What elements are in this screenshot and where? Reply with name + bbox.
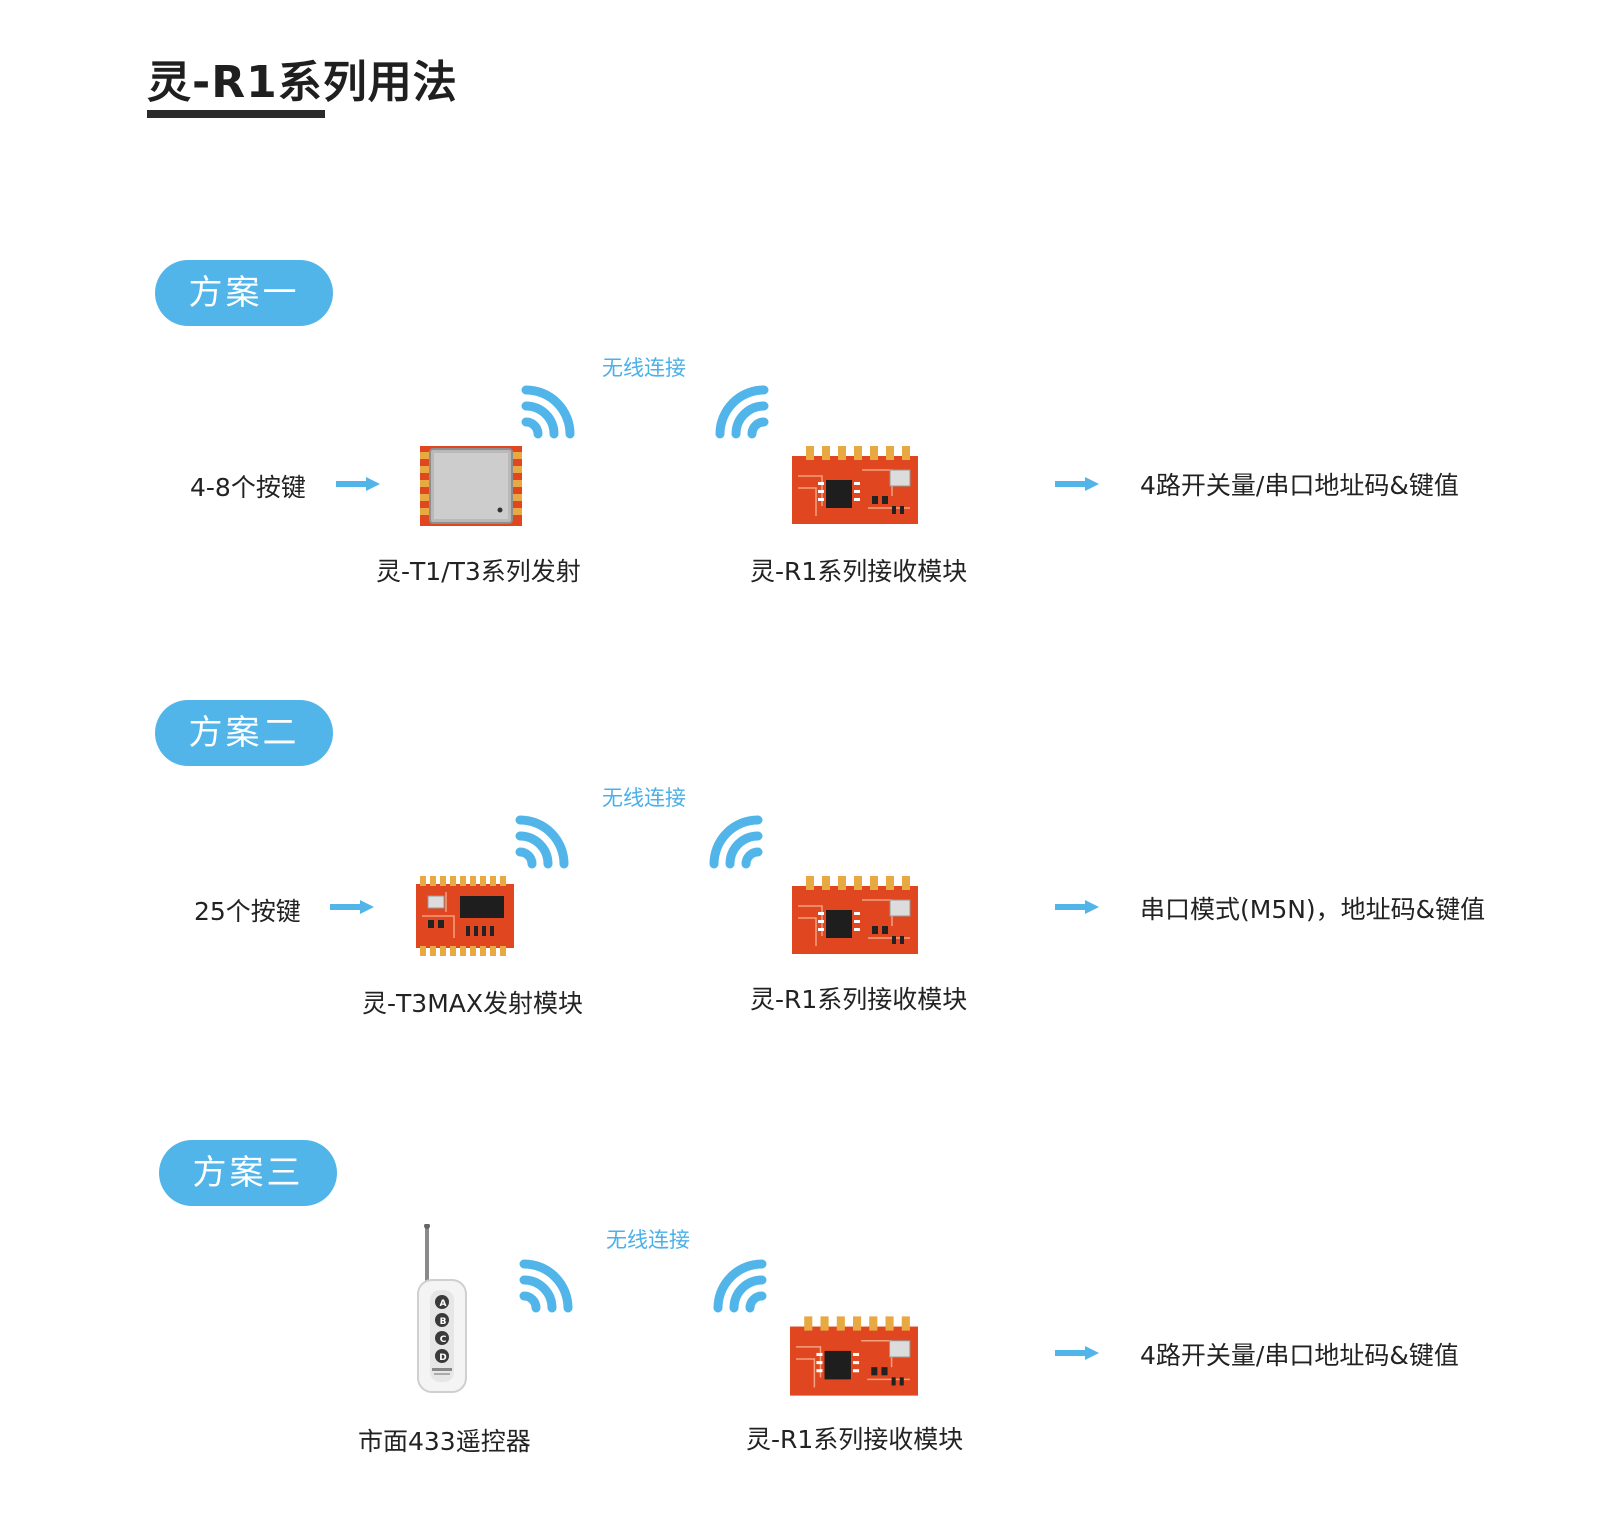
remote-button-labels: A B C D xyxy=(438,1295,448,1367)
scheme-badge: 方案三 xyxy=(159,1140,337,1206)
scheme-badge: 方案一 xyxy=(155,260,333,326)
remote-control-icon xyxy=(417,1224,467,1393)
arrow-right-icon xyxy=(336,477,380,491)
scheme-badge: 方案二 xyxy=(155,700,333,766)
output-label: 串口模式(M5N)，地址码&键值 xyxy=(1140,895,1486,924)
remote-button-d: D xyxy=(439,1353,447,1363)
transmitter-caption: 灵-T1/T3系列发射 xyxy=(376,557,581,586)
scheme-1: 方案一 4-8个按键 无线连接 xyxy=(0,260,1600,660)
receiver-caption: 灵-R1系列接收模块 xyxy=(750,557,968,586)
arrow-right-icon xyxy=(1055,1346,1099,1360)
receiver-pcb-icon xyxy=(792,446,918,524)
receiver-caption: 灵-R1系列接收模块 xyxy=(746,1425,964,1454)
input-label: 4-8个按键 xyxy=(190,473,306,502)
receiver-pcb-icon xyxy=(792,876,918,954)
remote-button-a: A xyxy=(439,1299,447,1309)
wifi-signal-icon xyxy=(519,1259,573,1313)
wifi-signal-icon xyxy=(515,815,569,869)
arrow-right-icon xyxy=(330,900,374,914)
title-underline xyxy=(147,110,325,118)
scheme-2: 方案二 25个按键 无线连接 xyxy=(0,700,1600,1100)
transmitter-caption: 市面433遥控器 xyxy=(358,1427,531,1456)
transmitter-pcb-icon xyxy=(416,876,514,956)
remote-button-b: B xyxy=(439,1317,447,1327)
wireless-label: 无线连接 xyxy=(606,1228,690,1252)
wifi-signal-icon xyxy=(713,1259,767,1313)
wireless-label: 无线连接 xyxy=(602,356,686,380)
output-label: 4路开关量/串口地址码&键值 xyxy=(1140,1341,1459,1370)
receiver-caption: 灵-R1系列接收模块 xyxy=(750,985,968,1014)
page-title: 灵-R1系列用法 xyxy=(147,57,458,108)
arrow-right-icon xyxy=(1055,900,1099,914)
input-label: 25个按键 xyxy=(194,897,301,926)
wifi-signal-icon xyxy=(715,385,769,439)
output-label: 4路开关量/串口地址码&键值 xyxy=(1140,471,1459,500)
transmitter-caption: 灵-T3MAX发射模块 xyxy=(362,989,583,1018)
receiver-pcb-icon xyxy=(790,1316,918,1396)
arrow-right-icon xyxy=(1055,477,1099,491)
remote-button-c: C xyxy=(439,1335,447,1345)
shielded-rf-module-icon xyxy=(420,446,522,526)
wifi-signal-icon xyxy=(709,815,763,869)
wifi-signal-icon xyxy=(521,385,575,439)
wireless-label: 无线连接 xyxy=(602,786,686,810)
scheme-3: 方案三 A B C D 无线连接 xyxy=(0,1140,1600,1536)
